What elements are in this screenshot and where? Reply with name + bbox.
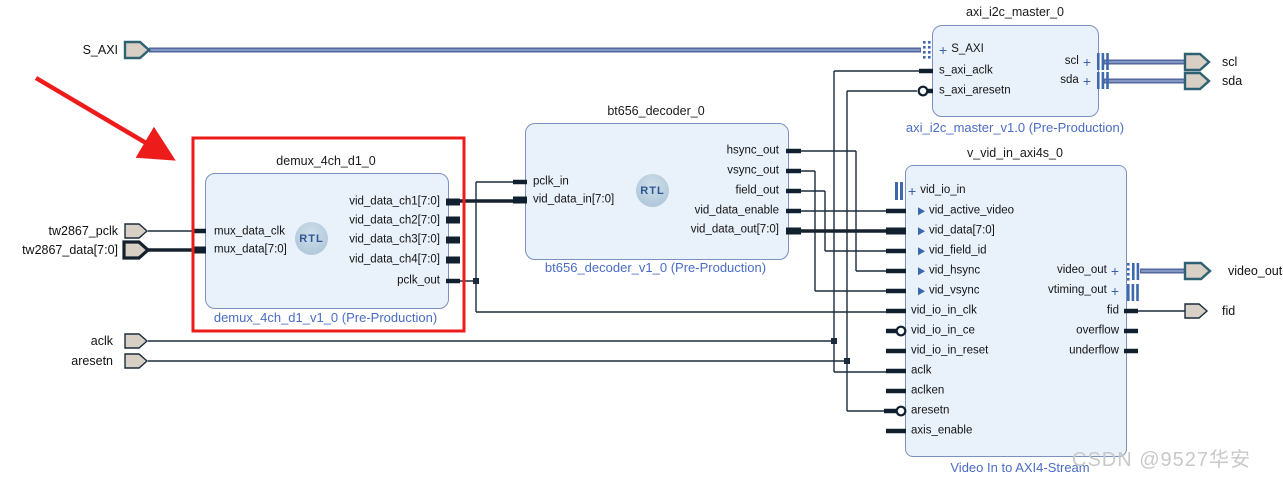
block-title-v-vid: v_vid_in_axi4s_0 — [967, 146, 1063, 160]
block-axi-i2c-master-0[interactable] — [932, 25, 1099, 117]
pin-vvid-aresetn[interactable]: aresetn — [911, 404, 950, 417]
subpin-arrow-icon — [918, 267, 925, 275]
pin-axis-enable[interactable]: axis_enable — [911, 424, 973, 437]
pin-vid-data-ch4[interactable]: vid_data_ch4[7:0] — [349, 253, 440, 266]
expand-plus-icon[interactable]: + — [939, 42, 948, 58]
pin-vid-hsync[interactable]: vid_hsync — [918, 265, 980, 277]
port-shape-video-out[interactable] — [1183, 261, 1212, 281]
port-label-tw2867-data[interactable]: tw2867_data[7:0] — [22, 243, 118, 257]
subpin-arrow-icon — [918, 287, 925, 295]
block-title-i2c: axi_i2c_master_0 — [966, 5, 1064, 19]
pin-vid-data-in[interactable]: vid_data_in[7:0] — [533, 193, 615, 206]
pin-vid-data-ch1[interactable]: vid_data_ch1[7:0] — [349, 195, 440, 208]
block-subtitle-i2c: axi_i2c_master_v1.0 (Pre-Production) — [905, 120, 1125, 135]
expand-plus-icon[interactable]: + — [1082, 73, 1091, 89]
pin-underflow[interactable]: underflow — [1069, 344, 1119, 357]
expand-plus-icon[interactable]: + — [1110, 263, 1119, 279]
s-axi-dotted-marker — [923, 41, 931, 59]
pin-vvid-aclk[interactable]: aclk — [911, 364, 932, 377]
pin-fid[interactable]: fid — [1106, 304, 1119, 317]
pin-s-axi-aresetn[interactable]: s_axi_aresetn — [939, 84, 1011, 97]
port-label-s-axi[interactable]: S_AXI — [82, 43, 118, 57]
port-shape-scl[interactable] — [1183, 52, 1211, 72]
block-subtitle-bt656: bt656_decoder_v1_0 (Pre-Production) — [544, 260, 767, 275]
port-shape-fid[interactable] — [1184, 303, 1209, 319]
port-shape-tw2867-pclk[interactable] — [124, 223, 149, 239]
port-label-scl[interactable]: scl — [1222, 55, 1238, 69]
pin-vid-field-id[interactable]: vid_field_id — [918, 245, 987, 257]
pin-mux-data-clk[interactable]: mux_data_clk — [214, 225, 285, 238]
wire-junctions — [473, 278, 850, 364]
block-subtitle-demux: demux_4ch_d1_v1_0 (Pre-Production) — [213, 310, 438, 325]
port-label-aresetn[interactable]: aresetn — [71, 354, 113, 368]
csdn-watermark: CSDN @9527华安 — [1072, 449, 1252, 471]
port-shape-tw2867-data[interactable] — [122, 240, 151, 260]
pin-pclk-in[interactable]: pclk_in — [533, 175, 569, 188]
pin-vid-data-out[interactable]: vid_data_out[7:0] — [690, 223, 779, 236]
block-v-vid-in-axi4s-0[interactable] — [905, 165, 1127, 457]
pin-i2c-s-axi[interactable]: +S_AXI — [939, 42, 984, 58]
pin-hsync-out[interactable]: hsync_out — [726, 144, 779, 157]
pin-pclk-out[interactable]: pclk_out — [397, 274, 440, 287]
rtl-badge-bt656: RTL — [636, 174, 669, 207]
pin-field-out[interactable]: field_out — [735, 184, 779, 197]
port-shape-sda[interactable] — [1183, 71, 1211, 91]
pin-video-out[interactable]: video_out+ — [1056, 263, 1119, 279]
wire-field[interactable] — [800, 190, 888, 252]
port-shape-s-axi[interactable] — [123, 40, 151, 60]
port-label-aclk[interactable]: aclk — [90, 334, 113, 348]
pin-vid-data-ch2[interactable]: vid_data_ch2[7:0] — [349, 214, 440, 227]
expand-plus-icon[interactable]: + — [908, 183, 917, 199]
wire-hsync[interactable] — [800, 150, 888, 272]
block-title-demux: demux_4ch_d1_0 — [276, 154, 376, 168]
pin-mux-data[interactable]: mux_data[7:0] — [214, 243, 287, 256]
pin-vid-active-video[interactable]: vid_active_video — [918, 205, 1014, 217]
pin-sda[interactable]: sda+ — [1060, 73, 1091, 89]
pin-overflow[interactable]: overflow — [1076, 324, 1119, 337]
pin-vid-io-in-clk[interactable]: vid_io_in_clk — [911, 304, 977, 317]
pin-vsync-out[interactable]: vsync_out — [727, 164, 779, 177]
port-label-sda[interactable]: sda — [1222, 74, 1243, 88]
port-label-video-out[interactable]: video_out — [1228, 264, 1283, 278]
pin-scl[interactable]: scl+ — [1064, 54, 1091, 70]
pin-vid-io-in-ce[interactable]: vid_io_in_ce — [911, 324, 975, 337]
pin-vid-data[interactable]: vid_data[7:0] — [918, 225, 995, 237]
pin-s-axi-aclk[interactable]: s_axi_aclk — [939, 64, 993, 77]
rtl-badge-demux: RTL — [295, 222, 328, 255]
port-shape-aresetn[interactable] — [124, 353, 149, 369]
pin-vtiming-out[interactable]: vtiming_out+ — [1048, 283, 1119, 299]
subpin-arrow-icon — [918, 227, 925, 235]
highlight-arrow — [34, 76, 176, 161]
port-shape-aclk[interactable] — [124, 333, 149, 349]
expand-plus-icon[interactable]: + — [1082, 54, 1091, 70]
subpin-arrow-icon — [918, 207, 925, 215]
port-label-tw2867-pclk[interactable]: tw2867_pclk — [48, 224, 119, 238]
expand-plus-icon[interactable]: + — [1110, 283, 1119, 299]
block-subtitle-v-vid: Video In to AXI4-Stream — [950, 460, 1090, 475]
pin-vid-data-enable[interactable]: vid_data_enable — [694, 204, 779, 217]
pin-vid-vsync[interactable]: vid_vsync — [918, 285, 980, 297]
subpin-arrow-icon — [918, 247, 925, 255]
pin-aclken[interactable]: aclken — [911, 384, 945, 397]
block-title-bt656: bt656_decoder_0 — [607, 104, 705, 118]
port-label-fid[interactable]: fid — [1222, 304, 1236, 318]
pin-vid-io-in-reset[interactable]: vid_io_in_reset — [911, 344, 989, 357]
pin-vid-data-ch3[interactable]: vid_data_ch3[7:0] — [349, 233, 440, 246]
wire-vsync[interactable] — [800, 170, 888, 292]
pin-vid-io-in[interactable]: +vid_io_in — [908, 183, 966, 199]
